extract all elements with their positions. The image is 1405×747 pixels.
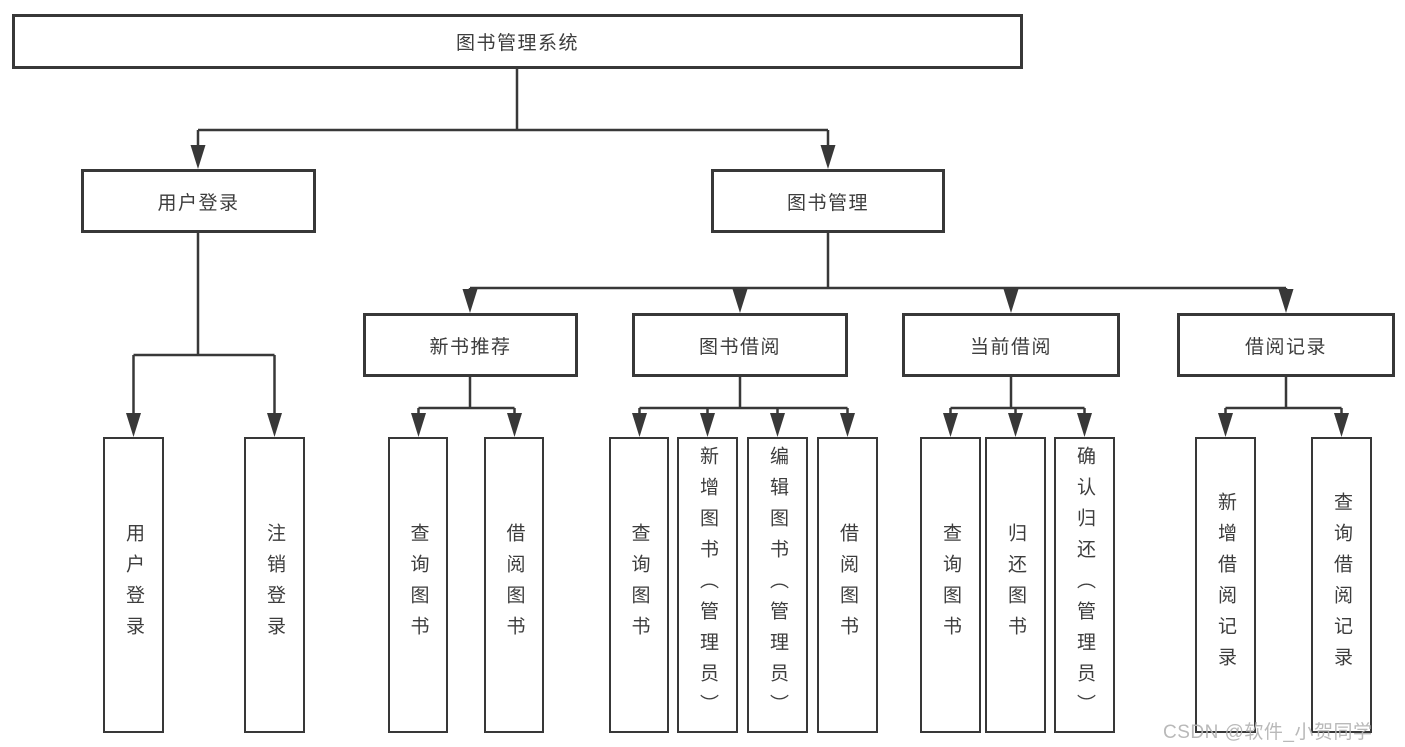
- node-leaf-edit-book-admin: 编辑图书（管理员）: [747, 437, 808, 733]
- node-leaf-query-book-recommend: 查询图书: [388, 437, 448, 733]
- node-current-borrow: 当前借阅: [902, 313, 1120, 377]
- node-book-management: 图书管理: [711, 169, 945, 233]
- node-leaf-add-book-admin: 新增图书（管理员）: [677, 437, 738, 733]
- csdn-watermark: CSDN @软件_小贺同学: [1163, 722, 1373, 743]
- node-leaf-user-login: 用户登录: [103, 437, 164, 733]
- node-leaf-return-book: 归还图书: [985, 437, 1046, 733]
- arrow-down-icons: [126, 145, 1349, 437]
- node-leaf-borrow-book-recommend: 借阅图书: [484, 437, 544, 733]
- node-new-book-recommend: 新书推荐: [363, 313, 578, 377]
- node-borrow-records: 借阅记录: [1177, 313, 1395, 377]
- node-leaf-query-borrow-record: 查询借阅记录: [1311, 437, 1372, 733]
- node-leaf-borrow-book: 借阅图书: [817, 437, 878, 733]
- node-leaf-query-book-borrow: 查询图书: [609, 437, 669, 733]
- node-user-login: 用户登录: [81, 169, 316, 233]
- node-leaf-logout: 注销登录: [244, 437, 305, 733]
- node-leaf-confirm-return-admin: 确认归还（管理员）: [1054, 437, 1115, 733]
- node-root-system: 图书管理系统: [12, 14, 1023, 69]
- node-leaf-add-borrow-record: 新增借阅记录: [1195, 437, 1256, 733]
- node-book-borrow: 图书借阅: [632, 313, 848, 377]
- node-leaf-query-book-current: 查询图书: [920, 437, 981, 733]
